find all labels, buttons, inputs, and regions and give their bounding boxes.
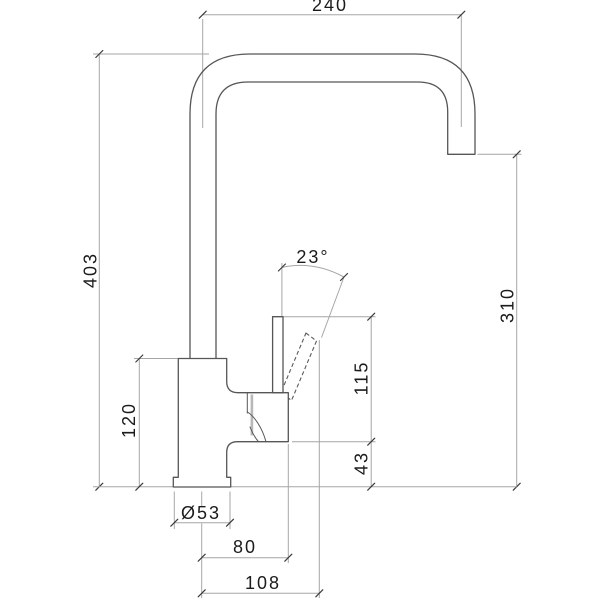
angle-leader-line xyxy=(321,276,345,338)
handle-lever xyxy=(271,316,284,394)
dimension-tick xyxy=(135,482,144,491)
angle-arc xyxy=(281,264,345,278)
dimension-label-body-bottom-height: 43 xyxy=(351,451,371,475)
dimension-label-handle-top-height: 115 xyxy=(351,361,371,396)
dimension-tick xyxy=(367,437,376,446)
handle-lever-tilted-ghost xyxy=(280,332,318,402)
dimension-label-body-front-offset: 80 xyxy=(233,537,257,557)
dimension-body-height: 120 xyxy=(119,354,178,491)
dimension-tick xyxy=(135,354,144,363)
dimension-body-front-offset: 80 xyxy=(197,444,293,598)
dimension-label-base-diameter: Ø53 xyxy=(181,503,221,523)
dimension-tick xyxy=(315,589,324,598)
dimension-handle-angle: 23° xyxy=(277,247,349,338)
dimension-tick xyxy=(457,10,466,19)
dimension-tick xyxy=(367,482,376,491)
dimension-spout-reach: 240 xyxy=(198,0,466,128)
dimension-tick xyxy=(225,518,235,527)
dimension-tick xyxy=(277,263,286,272)
dimension-tick xyxy=(197,553,206,562)
dimension-label-handle-tip-offset: 108 xyxy=(245,573,281,593)
dimension-overall-height: 403 xyxy=(80,49,209,491)
dimension-outlet-height: 310 xyxy=(477,150,522,491)
dimension-label-spout-reach: 240 xyxy=(312,0,348,15)
faucet-outline xyxy=(172,53,476,488)
dimension-tick xyxy=(367,312,376,321)
dimension-label-handle-angle: 23° xyxy=(296,247,329,267)
dimension-tick xyxy=(339,272,349,282)
dimension-label-outlet-height: 310 xyxy=(497,287,517,323)
dimension-handle-heights: 115 43 xyxy=(283,312,376,491)
dimension-label-body-height: 120 xyxy=(119,402,139,438)
body-joint-curve-small xyxy=(249,426,259,443)
dimension-tick xyxy=(284,553,293,562)
dimension-tick xyxy=(198,10,207,19)
body-outline xyxy=(172,357,289,488)
dimension-tick xyxy=(170,518,179,527)
spout-outline xyxy=(189,53,476,360)
body-joint-curve xyxy=(246,411,267,443)
dimension-tick xyxy=(95,49,104,59)
dimension-tick xyxy=(512,150,521,159)
dimension-tick xyxy=(197,589,206,598)
dimension-handle-tip-offset: 108 xyxy=(197,340,324,598)
dimension-base-diameter: Ø53 xyxy=(170,491,235,529)
dimension-label-overall-height: 403 xyxy=(80,252,100,288)
